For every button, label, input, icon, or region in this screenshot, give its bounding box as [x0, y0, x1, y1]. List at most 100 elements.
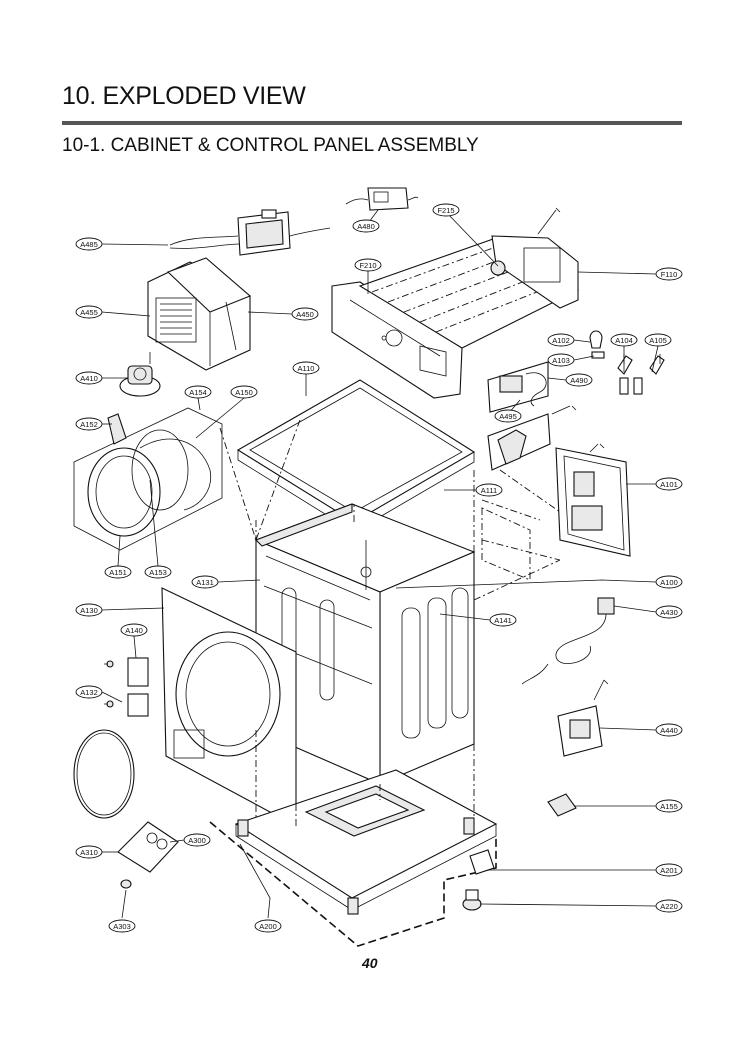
label-text: A485	[80, 240, 98, 249]
label-text: A100	[660, 578, 678, 587]
title-rule	[62, 121, 682, 125]
label-A410: A410	[75, 371, 103, 385]
label-F210: F210	[354, 258, 382, 272]
label-A110: A110	[292, 361, 320, 375]
label-text: A490	[570, 376, 588, 385]
label-A310: A310	[75, 845, 103, 859]
label-A152: A152	[75, 417, 103, 431]
label-F110: F110	[655, 267, 683, 281]
label-text: A152	[80, 420, 98, 429]
label-text: A105	[649, 336, 667, 345]
drum-lifter	[107, 413, 127, 445]
label-A151: A151	[104, 565, 132, 579]
door-hinge	[106, 657, 149, 717]
screws	[104, 207, 609, 705]
label-text: A140	[125, 626, 143, 635]
label-text: F210	[359, 261, 376, 270]
label-text: A141	[494, 616, 512, 625]
detergent-drawer-frame	[358, 209, 580, 349]
label-A101: A101	[655, 477, 683, 491]
label-text: F215	[437, 206, 454, 215]
label-text: A111	[481, 486, 497, 495]
label-A154: A154	[184, 385, 212, 399]
label-A430: A430	[655, 605, 683, 619]
label-text: A310	[80, 848, 98, 857]
door-gasket-clamp	[73, 729, 135, 819]
top-plate	[236, 379, 476, 533]
power-cord	[521, 597, 615, 685]
label-A150: A150	[230, 385, 258, 399]
label-text: A201	[660, 866, 678, 875]
label-A140: A140	[120, 623, 148, 637]
main-pcb-assembly	[169, 209, 331, 256]
door-lock-parts	[487, 361, 571, 471]
label-text: A110	[298, 364, 315, 373]
label-A102: A102	[547, 333, 575, 347]
label-A130: A130	[75, 603, 103, 617]
label-A105: A105	[644, 333, 672, 347]
drain-pump-switch	[557, 679, 605, 757]
label-text: A430	[660, 608, 678, 617]
front-panel	[161, 587, 297, 827]
label-F215: F215	[432, 203, 460, 217]
label-A131: A131	[191, 575, 219, 589]
label-A104: A104	[610, 333, 638, 347]
label-text: A151	[109, 568, 127, 577]
label-A440: A440	[655, 723, 683, 737]
label-text: A130	[80, 606, 98, 615]
label-A155: A155	[655, 799, 683, 813]
label-text: A132	[80, 688, 98, 697]
label-text: A153	[149, 568, 167, 577]
section-title: 10-1. CABINET & CONTROL PANEL ASSEMBLY	[62, 135, 479, 156]
label-A103: A103	[547, 353, 575, 367]
label-A201: A201	[655, 863, 683, 877]
label-text: F110	[661, 270, 678, 279]
label-text: A150	[235, 388, 253, 397]
motor-pump	[119, 352, 161, 397]
label-A303: A303	[108, 919, 136, 933]
page-title: 10. EXPLODED VIEW	[62, 82, 306, 110]
label-text: A455	[80, 308, 98, 317]
label-text: A101	[660, 480, 678, 489]
label-text: A104	[615, 336, 633, 345]
label-A111: A111	[475, 483, 503, 497]
label-text: A103	[552, 356, 570, 365]
label-A300: A300	[183, 833, 211, 847]
label-A132: A132	[75, 685, 103, 699]
label-text: A154	[189, 388, 207, 397]
label-text: A131	[196, 578, 214, 587]
label-A450: A450	[291, 307, 319, 321]
label-text: A410	[80, 374, 98, 383]
label-A153: A153	[144, 565, 172, 579]
label-text: A450	[296, 310, 314, 319]
rear-cover	[555, 443, 631, 557]
hose-clip	[547, 793, 577, 817]
label-text: A200	[259, 922, 277, 931]
label-A490: A490	[565, 373, 593, 387]
label-text: A440	[660, 726, 678, 735]
label-A495: A495	[494, 409, 522, 423]
label-text: A155	[660, 802, 678, 811]
label-text: A303	[113, 922, 131, 931]
label-text: A495	[499, 412, 517, 421]
control-panel	[331, 281, 463, 399]
noise-filter	[345, 187, 419, 211]
label-text: A102	[552, 336, 570, 345]
control-box-cover	[147, 257, 252, 371]
label-text: A300	[188, 836, 206, 845]
label-A141: A141	[489, 613, 517, 627]
leveling-feet	[462, 849, 495, 911]
tub-front	[73, 407, 223, 551]
label-A200: A200	[254, 919, 282, 933]
label-A455: A455	[75, 305, 103, 319]
label-A220: A220	[655, 899, 683, 913]
label-text: A220	[660, 902, 678, 911]
label-A485: A485	[75, 237, 103, 251]
page-number: 40	[362, 955, 378, 971]
label-text: A480	[357, 222, 375, 231]
filter-cover	[117, 821, 179, 889]
base	[234, 769, 498, 915]
label-A100: A100	[655, 575, 683, 589]
